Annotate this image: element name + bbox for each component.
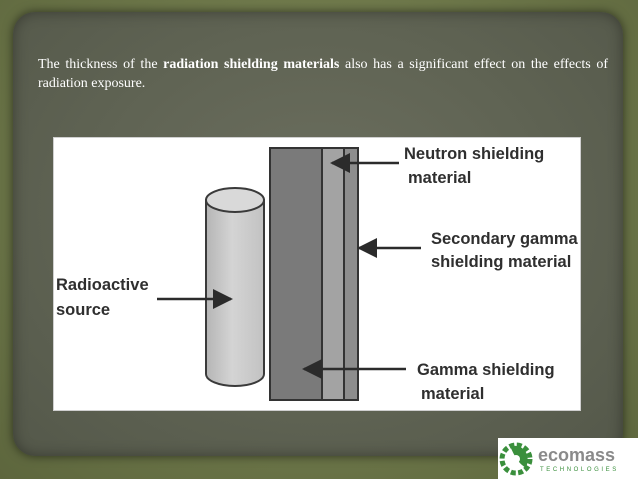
neutron-label-line2: material (408, 169, 471, 187)
shielding-diagram: Neutron shielding material Secondary gam… (53, 137, 581, 411)
logo-subtitle: TECHNOLOGIES (540, 467, 619, 473)
leaf-gear-icon (499, 442, 533, 476)
paragraph-text-start: The thickness of the (38, 57, 164, 72)
neutron-shielding-layer (321, 147, 345, 401)
gamma-shielding-layer (269, 147, 323, 401)
secondary-gamma-label-line1: Secondary gamma (431, 230, 579, 248)
ecomass-logo: ecomass TECHNOLOGIES (498, 438, 638, 479)
gamma-label-line1: Gamma shielding (417, 361, 555, 379)
radioactive-source-cylinder (205, 187, 265, 387)
source-label-line1: Radioactive (56, 276, 149, 294)
gamma-label-line2: material (421, 385, 484, 403)
logo-name: ecomass (538, 445, 615, 465)
slide-paragraph: The thickness of the radiation shielding… (38, 55, 608, 93)
source-label-line2: source (56, 301, 110, 319)
secondary-gamma-shielding-layer (343, 147, 359, 401)
paragraph-text-end: also has a significant effect on the eff… (38, 57, 608, 91)
neutron-label-line1: Neutron shielding (404, 145, 544, 163)
paragraph-emphasis: radiation shielding materials (163, 57, 340, 72)
secondary-gamma-label-line2: shielding material (431, 253, 571, 271)
